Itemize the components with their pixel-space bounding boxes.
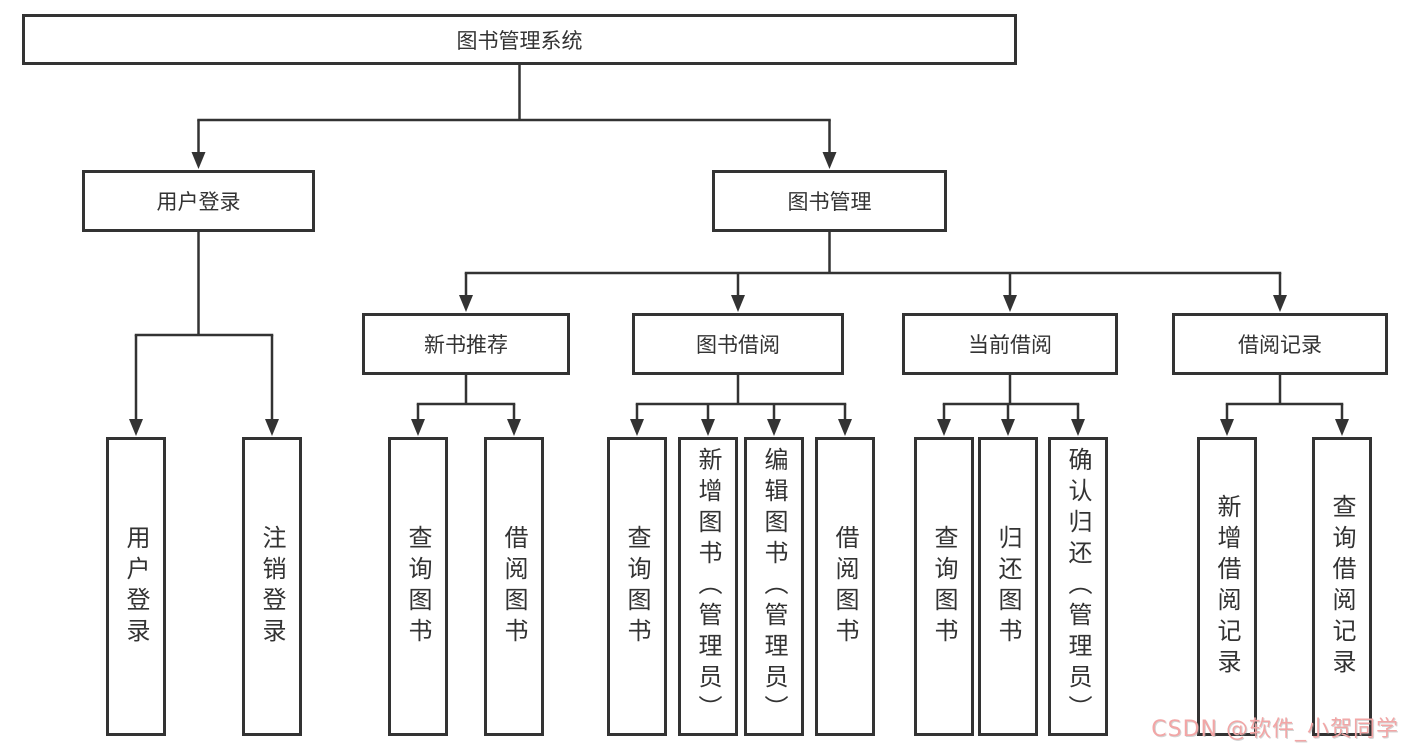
arrow-down-icon [129, 419, 143, 436]
arrow-down-icon [1001, 419, 1015, 436]
node-book-mgmt-group: 图书管理 [712, 170, 947, 232]
arrow-down-icon [1220, 419, 1234, 436]
arrow-down-icon [1003, 295, 1017, 312]
node-leaf-user-login: 用户登录 [106, 437, 166, 736]
node-leaf-borrow-book-rec: 借阅图书 [484, 437, 544, 736]
arrow-down-icon [459, 295, 473, 312]
node-new-book-rec: 新书推荐 [362, 313, 570, 375]
edge-borrow-records [1220, 375, 1349, 436]
node-leaf-query-book-borrow: 查询图书 [607, 437, 667, 736]
arrow-down-icon [838, 419, 852, 436]
arrow-down-icon [937, 419, 951, 436]
node-leaf-query-borrow-record: 查询借阅记录 [1312, 437, 1372, 736]
arrow-down-icon [767, 419, 781, 436]
arrow-down-icon [1273, 295, 1287, 312]
node-current-borrow: 当前借阅 [902, 313, 1118, 375]
node-book-borrow: 图书借阅 [632, 313, 844, 375]
arrow-down-icon [411, 419, 425, 436]
edge-current-borrow [937, 375, 1085, 436]
node-leaf-confirm-return: 确认归还（管理员） [1048, 437, 1108, 736]
arrow-down-icon [191, 152, 206, 169]
watermark: CSDN @软件_小贺同学 [1151, 717, 1399, 742]
edge-book-borrow [630, 375, 852, 436]
node-borrow-records: 借阅记录 [1172, 313, 1388, 375]
node-root: 图书管理系统 [22, 14, 1017, 65]
edge-book-mgmt-group [459, 232, 1287, 312]
arrow-down-icon [630, 419, 644, 436]
edge-new-book-rec [411, 375, 521, 436]
node-leaf-logout: 注销登录 [242, 437, 302, 736]
node-leaf-add-borrow-record: 新增借阅记录 [1197, 437, 1257, 736]
arrow-down-icon [1335, 419, 1349, 436]
node-leaf-query-book-current: 查询图书 [914, 437, 974, 736]
node-leaf-query-book-rec: 查询图书 [388, 437, 448, 736]
node-user-login-group: 用户登录 [82, 170, 315, 232]
arrow-down-icon [507, 419, 521, 436]
edge-user-login-group [129, 232, 279, 436]
arrow-down-icon [265, 419, 279, 436]
arrow-down-icon [1071, 419, 1085, 436]
edge-root [191, 65, 837, 169]
node-leaf-borrow-book-borrow: 借阅图书 [815, 437, 875, 736]
arrow-down-icon [822, 152, 837, 169]
node-leaf-edit-book: 编辑图书（管理员） [744, 437, 804, 736]
node-leaf-return-book: 归还图书 [978, 437, 1038, 736]
arrow-down-icon [731, 295, 745, 312]
arrow-down-icon [701, 419, 715, 436]
node-leaf-add-book: 新增图书（管理员） [678, 437, 738, 736]
